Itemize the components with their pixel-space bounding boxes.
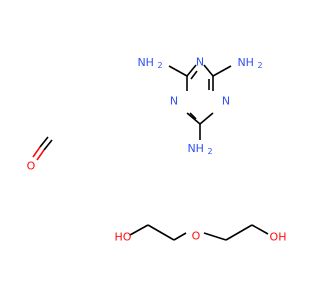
carbonyl-double-bond — [32, 146, 41, 158]
ring-bond — [186, 64, 197, 77]
amino-subscript: 2 — [157, 61, 162, 70]
carbonyl-bond-c — [39, 136, 49, 148]
amino-label: NH — [137, 56, 154, 69]
chain-bond — [203, 232, 227, 241]
hydroxyl-right: OH — [270, 231, 287, 244]
amino-subscript: 2 — [257, 61, 262, 70]
carbonyl-bond-c — [43, 139, 53, 151]
ring-bond — [203, 64, 214, 77]
amino-label: NH — [237, 56, 254, 69]
carbonyl-double-bond — [36, 149, 45, 161]
amino-bond — [212, 65, 232, 77]
melamine-molecule: N N N NH 2 NH 2 NH 2 — [137, 56, 262, 156]
chemical-structure-canvas: N N N NH 2 NH 2 NH 2 O HO O OH — [27, 56, 287, 244]
formaldehyde-molecule: O — [27, 136, 53, 173]
amino-subscript: 2 — [207, 147, 212, 156]
amino-group-top-left: NH 2 — [137, 56, 162, 70]
chain-bond — [129, 224, 149, 236]
hydroxyl-left: HO — [115, 231, 132, 244]
ring-double-bond — [189, 112, 197, 120]
amino-bond — [168, 65, 188, 77]
ether-oxygen: O — [192, 230, 201, 243]
amino-label: NH — [187, 142, 204, 155]
ring-nitrogen-right: N — [222, 95, 230, 108]
amino-group-top-right: NH 2 — [237, 56, 262, 70]
ring-nitrogen-left: N — [170, 95, 178, 108]
diethylene-glycol-molecule: HO O OH — [115, 224, 287, 244]
ring-double-bond — [190, 70, 198, 80]
ring-bond — [186, 112, 201, 125]
chain-bond — [225, 224, 253, 241]
amino-group-bottom: NH 2 — [187, 142, 212, 156]
ring-nitrogen-top: N — [196, 56, 204, 69]
chain-bond — [173, 232, 187, 241]
formaldehyde-oxygen: O — [27, 160, 36, 173]
chain-bond — [251, 224, 269, 235]
ring-bond — [199, 112, 214, 125]
chain-bond — [147, 224, 175, 241]
